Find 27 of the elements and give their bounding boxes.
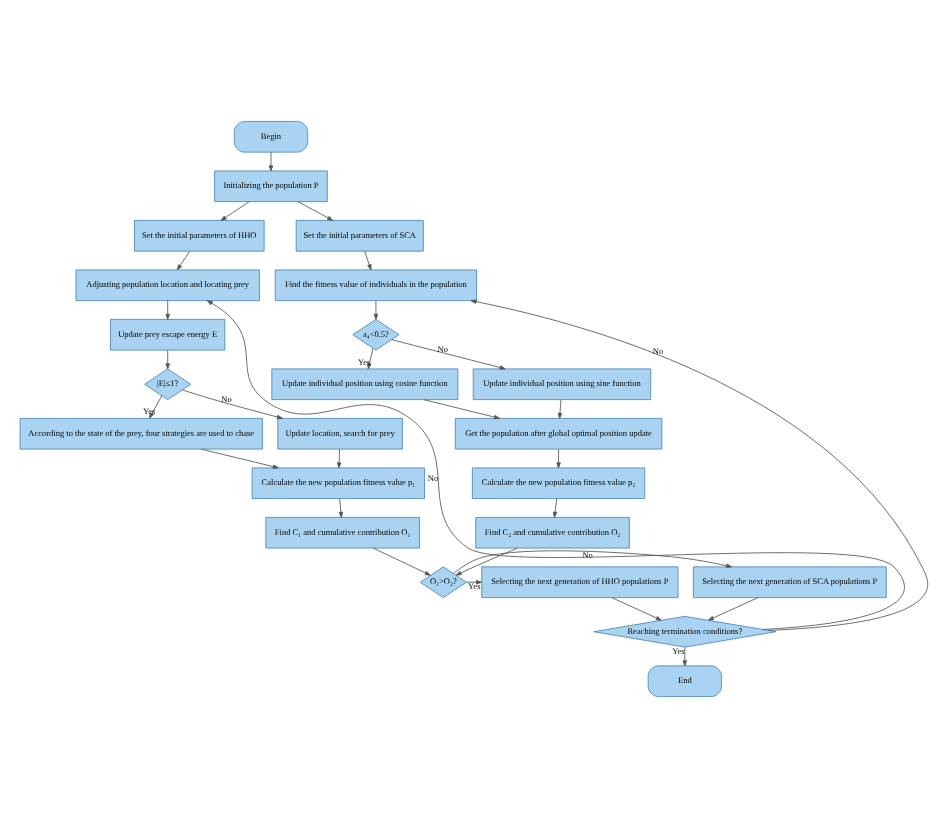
arrow bbox=[466, 580, 483, 585]
arrow bbox=[176, 250, 191, 271]
arrow bbox=[556, 448, 561, 469]
arrow bbox=[470, 299, 929, 631]
arrow bbox=[220, 201, 250, 221]
arrow bbox=[373, 547, 431, 576]
arrow bbox=[391, 339, 506, 370]
arrow bbox=[165, 349, 170, 370]
arrow bbox=[707, 597, 759, 621]
arrow bbox=[364, 250, 372, 271]
arrow bbox=[557, 399, 563, 419]
arrow bbox=[367, 348, 374, 370]
arrow bbox=[206, 300, 905, 630]
arrow bbox=[165, 300, 170, 320]
arrow bbox=[373, 300, 379, 320]
arrow bbox=[338, 498, 344, 518]
arrow bbox=[336, 448, 342, 469]
arrow bbox=[297, 201, 334, 221]
arrow bbox=[423, 399, 501, 420]
arrow bbox=[455, 547, 518, 576]
arrow bbox=[611, 597, 662, 621]
arrow bbox=[268, 151, 274, 172]
arrow bbox=[453, 550, 733, 574]
arrow bbox=[200, 448, 279, 469]
arrow bbox=[682, 646, 688, 667]
arrow bbox=[552, 498, 558, 518]
arrow bbox=[182, 389, 283, 420]
